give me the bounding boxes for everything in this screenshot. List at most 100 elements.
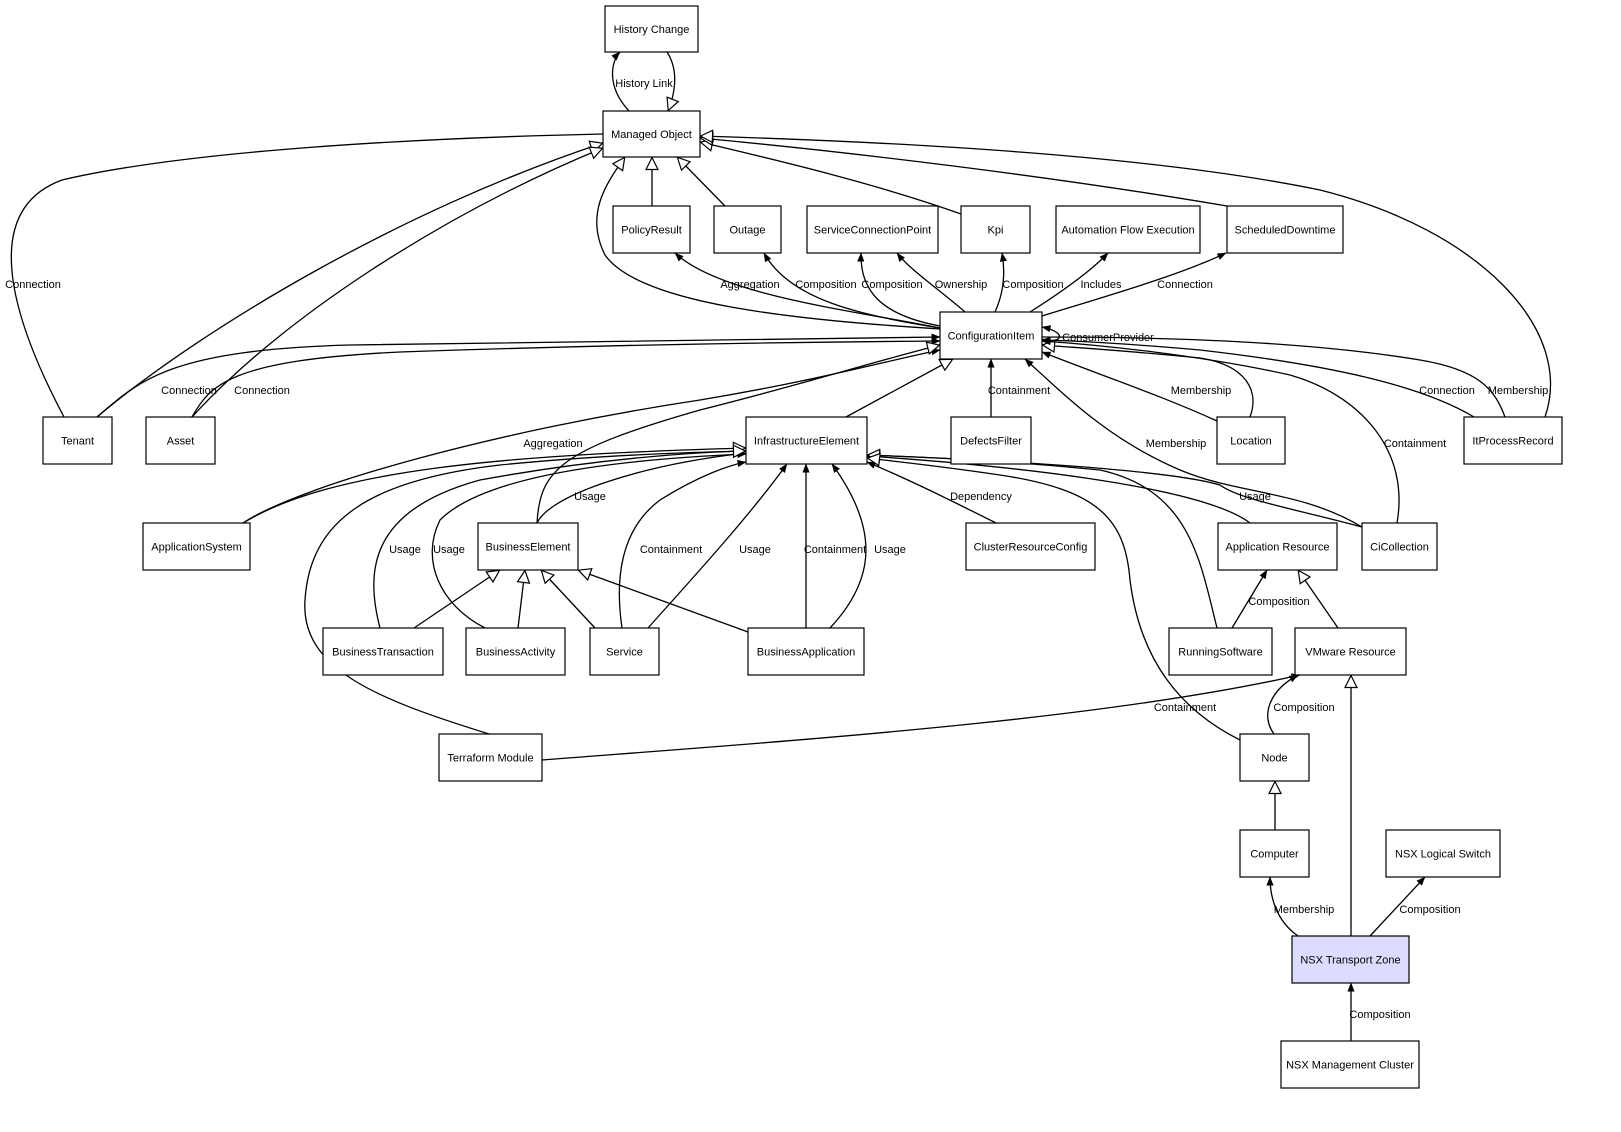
edge-label: Composition — [795, 279, 856, 291]
edge-business-transaction-to-business-element — [413, 569, 500, 629]
node-nsx-management-cluster[interactable]: NSX Management Cluster — [1280, 1040, 1420, 1089]
node-application-resource[interactable]: Application Resource — [1217, 522, 1338, 571]
node-outage[interactable]: Outage — [713, 205, 782, 254]
node-label: ServiceConnectionPoint — [814, 225, 931, 237]
edge-label: Connection — [5, 279, 61, 291]
edge-configuration-item-to-scheduled-downtime — [1041, 252, 1227, 317]
edge-service-to-business-element — [541, 570, 596, 629]
node-box — [1239, 733, 1310, 782]
edge-label: Composition — [1273, 702, 1334, 714]
edge-configuration-item-to-kpi — [994, 252, 1008, 313]
node-box — [965, 522, 1096, 571]
node-configuration-item[interactable]: ConfigurationItem — [939, 311, 1043, 360]
node-scheduled-downtime[interactable]: ScheduledDowntime — [1226, 205, 1344, 254]
node-label: Outage — [729, 225, 765, 237]
node-label: Computer — [1250, 849, 1299, 861]
node-tenant[interactable]: Tenant — [42, 416, 113, 465]
node-infrastructure-element[interactable]: InfrastructureElement — [745, 416, 868, 465]
edge-label: Membership — [1146, 438, 1207, 450]
node-box — [465, 627, 566, 676]
node-label: Asset — [167, 436, 195, 448]
node-service[interactable]: Service — [589, 627, 660, 676]
edge-label: Containment — [1154, 702, 1216, 714]
edge-scheduled-downtime-to-managed-object — [700, 138, 1228, 207]
edge-business-activity-to-business-element — [518, 570, 525, 629]
edge-it-process-record-to-managed-object — [700, 136, 1551, 418]
node-box — [322, 627, 444, 676]
node-box — [1385, 829, 1501, 878]
edge-label: Containment — [1384, 438, 1446, 450]
edge-tenant-to-configuration-item — [96, 333, 941, 418]
node-box — [1217, 522, 1338, 571]
node-box — [713, 205, 782, 254]
edge-it-process-record-to-configuration-item — [1041, 336, 1475, 418]
edge-label: Membership — [1274, 904, 1335, 916]
node-label: Managed Object — [611, 129, 692, 141]
edge-label: Composition — [1349, 1009, 1410, 1021]
node-asset[interactable]: Asset — [145, 416, 216, 465]
node-label: ConfigurationItem — [948, 331, 1035, 343]
node-business-transaction[interactable]: BusinessTransaction — [322, 627, 444, 676]
node-label: Node — [1261, 753, 1287, 765]
node-defects-filter[interactable]: DefectsFilter — [950, 416, 1032, 465]
node-label: ClusterResourceConfig — [974, 542, 1088, 554]
node-service-connection-point[interactable]: ServiceConnectionPoint — [806, 205, 939, 254]
edge-terraform-module-to-infrastructure-element — [304, 451, 746, 735]
node-box — [1291, 935, 1410, 984]
node-ci-collection[interactable]: CiCollection — [1361, 522, 1438, 571]
edge-configuration-item-to-configuration-item — [1041, 325, 1060, 342]
node-box — [438, 733, 543, 782]
node-computer[interactable]: Computer — [1239, 829, 1310, 878]
node-box — [939, 311, 1043, 360]
node-policy-result[interactable]: PolicyResult — [612, 205, 691, 254]
node-label: DefectsFilter — [960, 436, 1022, 448]
edge-running-software-to-application-resource — [1231, 569, 1268, 629]
edge-label: Aggregation — [720, 279, 779, 291]
edge-business-element-to-infrastructure-element — [536, 450, 747, 524]
node-history-change[interactable]: History Change — [604, 5, 699, 53]
edge-managed-object-to-history-change — [611, 51, 630, 112]
node-application-system[interactable]: ApplicationSystem — [142, 522, 251, 571]
edge-nsx-transport-zone-to-computer — [1266, 876, 1299, 937]
edge-application-system-to-infrastructure-element — [242, 448, 746, 524]
node-label: InfrastructureElement — [754, 436, 859, 448]
node-nsx-logical-switch[interactable]: NSX Logical Switch — [1385, 829, 1501, 878]
node-box — [612, 205, 691, 254]
node-business-element[interactable]: BusinessElement — [477, 522, 579, 571]
node-business-application[interactable]: BusinessApplication — [747, 627, 865, 676]
node-location[interactable]: Location — [1216, 416, 1286, 465]
edge-label: Includes — [1081, 279, 1122, 291]
node-nsx-transport-zone[interactable]: NSX Transport Zone — [1291, 935, 1410, 984]
node-label: NSX Logical Switch — [1395, 849, 1491, 861]
edge-nsx-transport-zone-to-nsx-logical-switch — [1369, 876, 1426, 937]
node-running-software[interactable]: RunningSoftware — [1168, 627, 1273, 676]
node-label: Service — [606, 647, 643, 659]
edge-label: Usage — [1239, 491, 1271, 503]
node-automation-flow-execution[interactable]: Automation Flow Execution — [1055, 205, 1201, 254]
node-node[interactable]: Node — [1239, 733, 1310, 782]
edge-it-process-record-to-managed-object — [1041, 336, 1506, 418]
node-label: Automation Flow Execution — [1061, 225, 1194, 237]
edge-label: Containment — [640, 544, 702, 556]
edge-label: Connection — [161, 385, 217, 397]
edge-business-application-to-business-element — [578, 570, 749, 633]
node-label: VMware Resource — [1305, 647, 1395, 659]
node-box — [745, 416, 868, 465]
edge-service-to-infrastructure-element — [647, 463, 788, 629]
node-managed-object[interactable]: Managed Object — [602, 110, 701, 158]
node-box — [1216, 416, 1286, 465]
edge-ci-collection-to-configuration-item — [1024, 358, 1363, 528]
edge-history-change-to-managed-object — [667, 51, 675, 111]
node-terraform-module[interactable]: Terraform Module — [438, 733, 543, 782]
edge-label: Composition — [1002, 279, 1063, 291]
node-business-activity[interactable]: BusinessActivity — [465, 627, 566, 676]
node-vmware-resource[interactable]: VMware Resource — [1294, 627, 1407, 676]
node-label: PolicyResult — [621, 225, 682, 237]
node-kpi[interactable]: Kpi — [960, 205, 1031, 254]
node-box — [747, 627, 865, 676]
node-cluster-resource-config[interactable]: ClusterResourceConfig — [965, 522, 1096, 571]
edge-asset-to-configuration-item — [191, 337, 941, 418]
edge-location-to-configuration-item — [1041, 351, 1218, 422]
node-it-process-record[interactable]: ItProcessRecord — [1463, 416, 1563, 465]
